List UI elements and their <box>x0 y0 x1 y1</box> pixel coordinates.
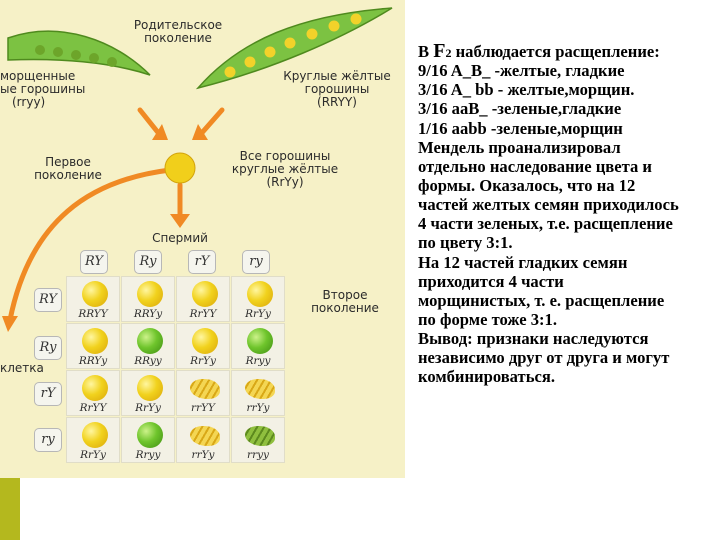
yellow-round-pea-icon <box>82 328 108 354</box>
punnett-cell: rrYY <box>176 370 230 416</box>
punnett-cell: RrYY <box>66 370 120 416</box>
yellow-round-pea-icon <box>82 422 108 448</box>
sperm-gamete-rY: rY <box>188 250 216 274</box>
yellow-round-pea-icon <box>82 375 108 401</box>
text-line: по цвету 3:1. <box>418 233 513 253</box>
arrow-heads <box>2 124 208 332</box>
text-line: 9/16 A_B_ -желтые, гладкие <box>418 61 625 81</box>
second-generation-caption: Второе поколение <box>311 288 379 315</box>
text-line: приходится 4 части <box>418 271 564 291</box>
punnett-cell: RRYy <box>66 323 120 369</box>
wrinkled-pod-icon <box>7 30 151 76</box>
sperm-gamete-ry-recessive: ry <box>242 250 270 274</box>
punnett-cell: RRyy <box>121 323 175 369</box>
f1-pea-icon <box>164 152 196 184</box>
text-line: комбинироваться. <box>418 367 555 387</box>
first-generation-caption: Первое поколение <box>34 155 102 182</box>
punnett-cell: Rryy <box>121 417 175 463</box>
punnett-cell: RrYy <box>121 370 175 416</box>
text-line: по форме тоже 3:1. <box>418 309 557 329</box>
text-line: морщинистых, т. е. расщепление <box>418 290 665 310</box>
text-heading: В F2 наблюдается расщепление: <box>418 40 660 62</box>
punnett-cell: RRYY <box>66 276 120 322</box>
sperm-gamete-ry-dominant: RY <box>80 250 108 274</box>
punnett-cell: Rryy <box>231 323 285 369</box>
punnett-cell: RrYy <box>176 323 230 369</box>
all-peas-caption: Все горошины круглые жёлтые (RrYy) <box>231 149 339 189</box>
text-line: независимо друг от друга и могут <box>418 348 670 368</box>
punnett-cell: rrYy <box>231 370 285 416</box>
explanation-text: В F2 наблюдается расщепление: 9/16 A_B_ … <box>418 40 720 387</box>
text-line: 3/16 A_ bb - желтые,морщин. <box>418 80 635 100</box>
cross-arrows <box>7 107 225 323</box>
sperm-caption: Спермий <box>152 231 208 245</box>
punnett-cell: RrYy <box>231 276 285 322</box>
yellow-round-pea-icon <box>192 281 218 307</box>
dihybrid-cross-figure: Родительское поколение морщенные ые горо… <box>0 0 405 478</box>
yellow-round-pea-icon <box>137 375 163 401</box>
text-line: 1/16 aabb -зеленые,морщин <box>418 118 623 138</box>
yellow-round-pea-icon <box>247 281 273 307</box>
text-line: 4 части зеленых, т.е. расщепление <box>418 214 673 234</box>
yellow-round-pea-icon <box>82 281 108 307</box>
yellow-round-pea-icon <box>192 328 218 354</box>
punnett-cell: rryy <box>231 417 285 463</box>
text-line: Вывод: признаки наследуются <box>418 329 649 349</box>
punnett-cell: rrYy <box>176 417 230 463</box>
wrinkled-green-caption: морщенные ые горошины (rryy) <box>0 69 86 109</box>
green-wrinkled-pea-icon <box>245 426 275 446</box>
accent-bar <box>0 478 20 540</box>
egg-gamete-rY: rY <box>34 382 62 406</box>
egg-caption: клетка <box>0 361 44 375</box>
green-round-pea-icon <box>247 328 273 354</box>
punnett-cell: RRYy <box>121 276 175 322</box>
egg-gamete-ry-dominant: RY <box>34 288 62 312</box>
text-line: частей желтых семян приходилось <box>418 195 679 215</box>
text-line: Мендель проанализировал <box>418 137 621 157</box>
egg-gamete-r-y: Ry <box>34 336 62 360</box>
punnett-cell: RrYY <box>176 276 230 322</box>
yellow-wrinkled-pea-icon <box>190 379 220 399</box>
yellow-wrinkled-pea-icon <box>190 426 220 446</box>
green-round-pea-icon <box>137 422 163 448</box>
yellow-round-pea-icon <box>137 281 163 307</box>
green-round-pea-icon <box>137 328 163 354</box>
round-yellow-pod-icon <box>195 7 393 90</box>
punnett-cell: RrYy <box>66 417 120 463</box>
text-line: отдельно наследование цвета и <box>418 156 652 176</box>
round-yellow-caption: Круглые жёлтые горошины (RRYY) <box>283 69 391 109</box>
parental-caption: Родительское поколение <box>133 18 223 45</box>
text-line: На 12 частей гладких семян <box>418 252 628 272</box>
text-line: формы. Оказалось, что на 12 <box>418 175 636 195</box>
cross-diagram-graphics <box>2 7 393 332</box>
egg-gamete-ry-recessive: ry <box>34 428 62 452</box>
yellow-wrinkled-pea-icon <box>245 379 275 399</box>
punnett-square: RRYY RRYy RrYY RrYy RRYy RRyy RrYy Rryy … <box>66 276 286 464</box>
sperm-gamete-r-y: Ry <box>134 250 162 274</box>
text-line: 3/16 aaB_ -зеленые,гладкие <box>418 99 622 119</box>
